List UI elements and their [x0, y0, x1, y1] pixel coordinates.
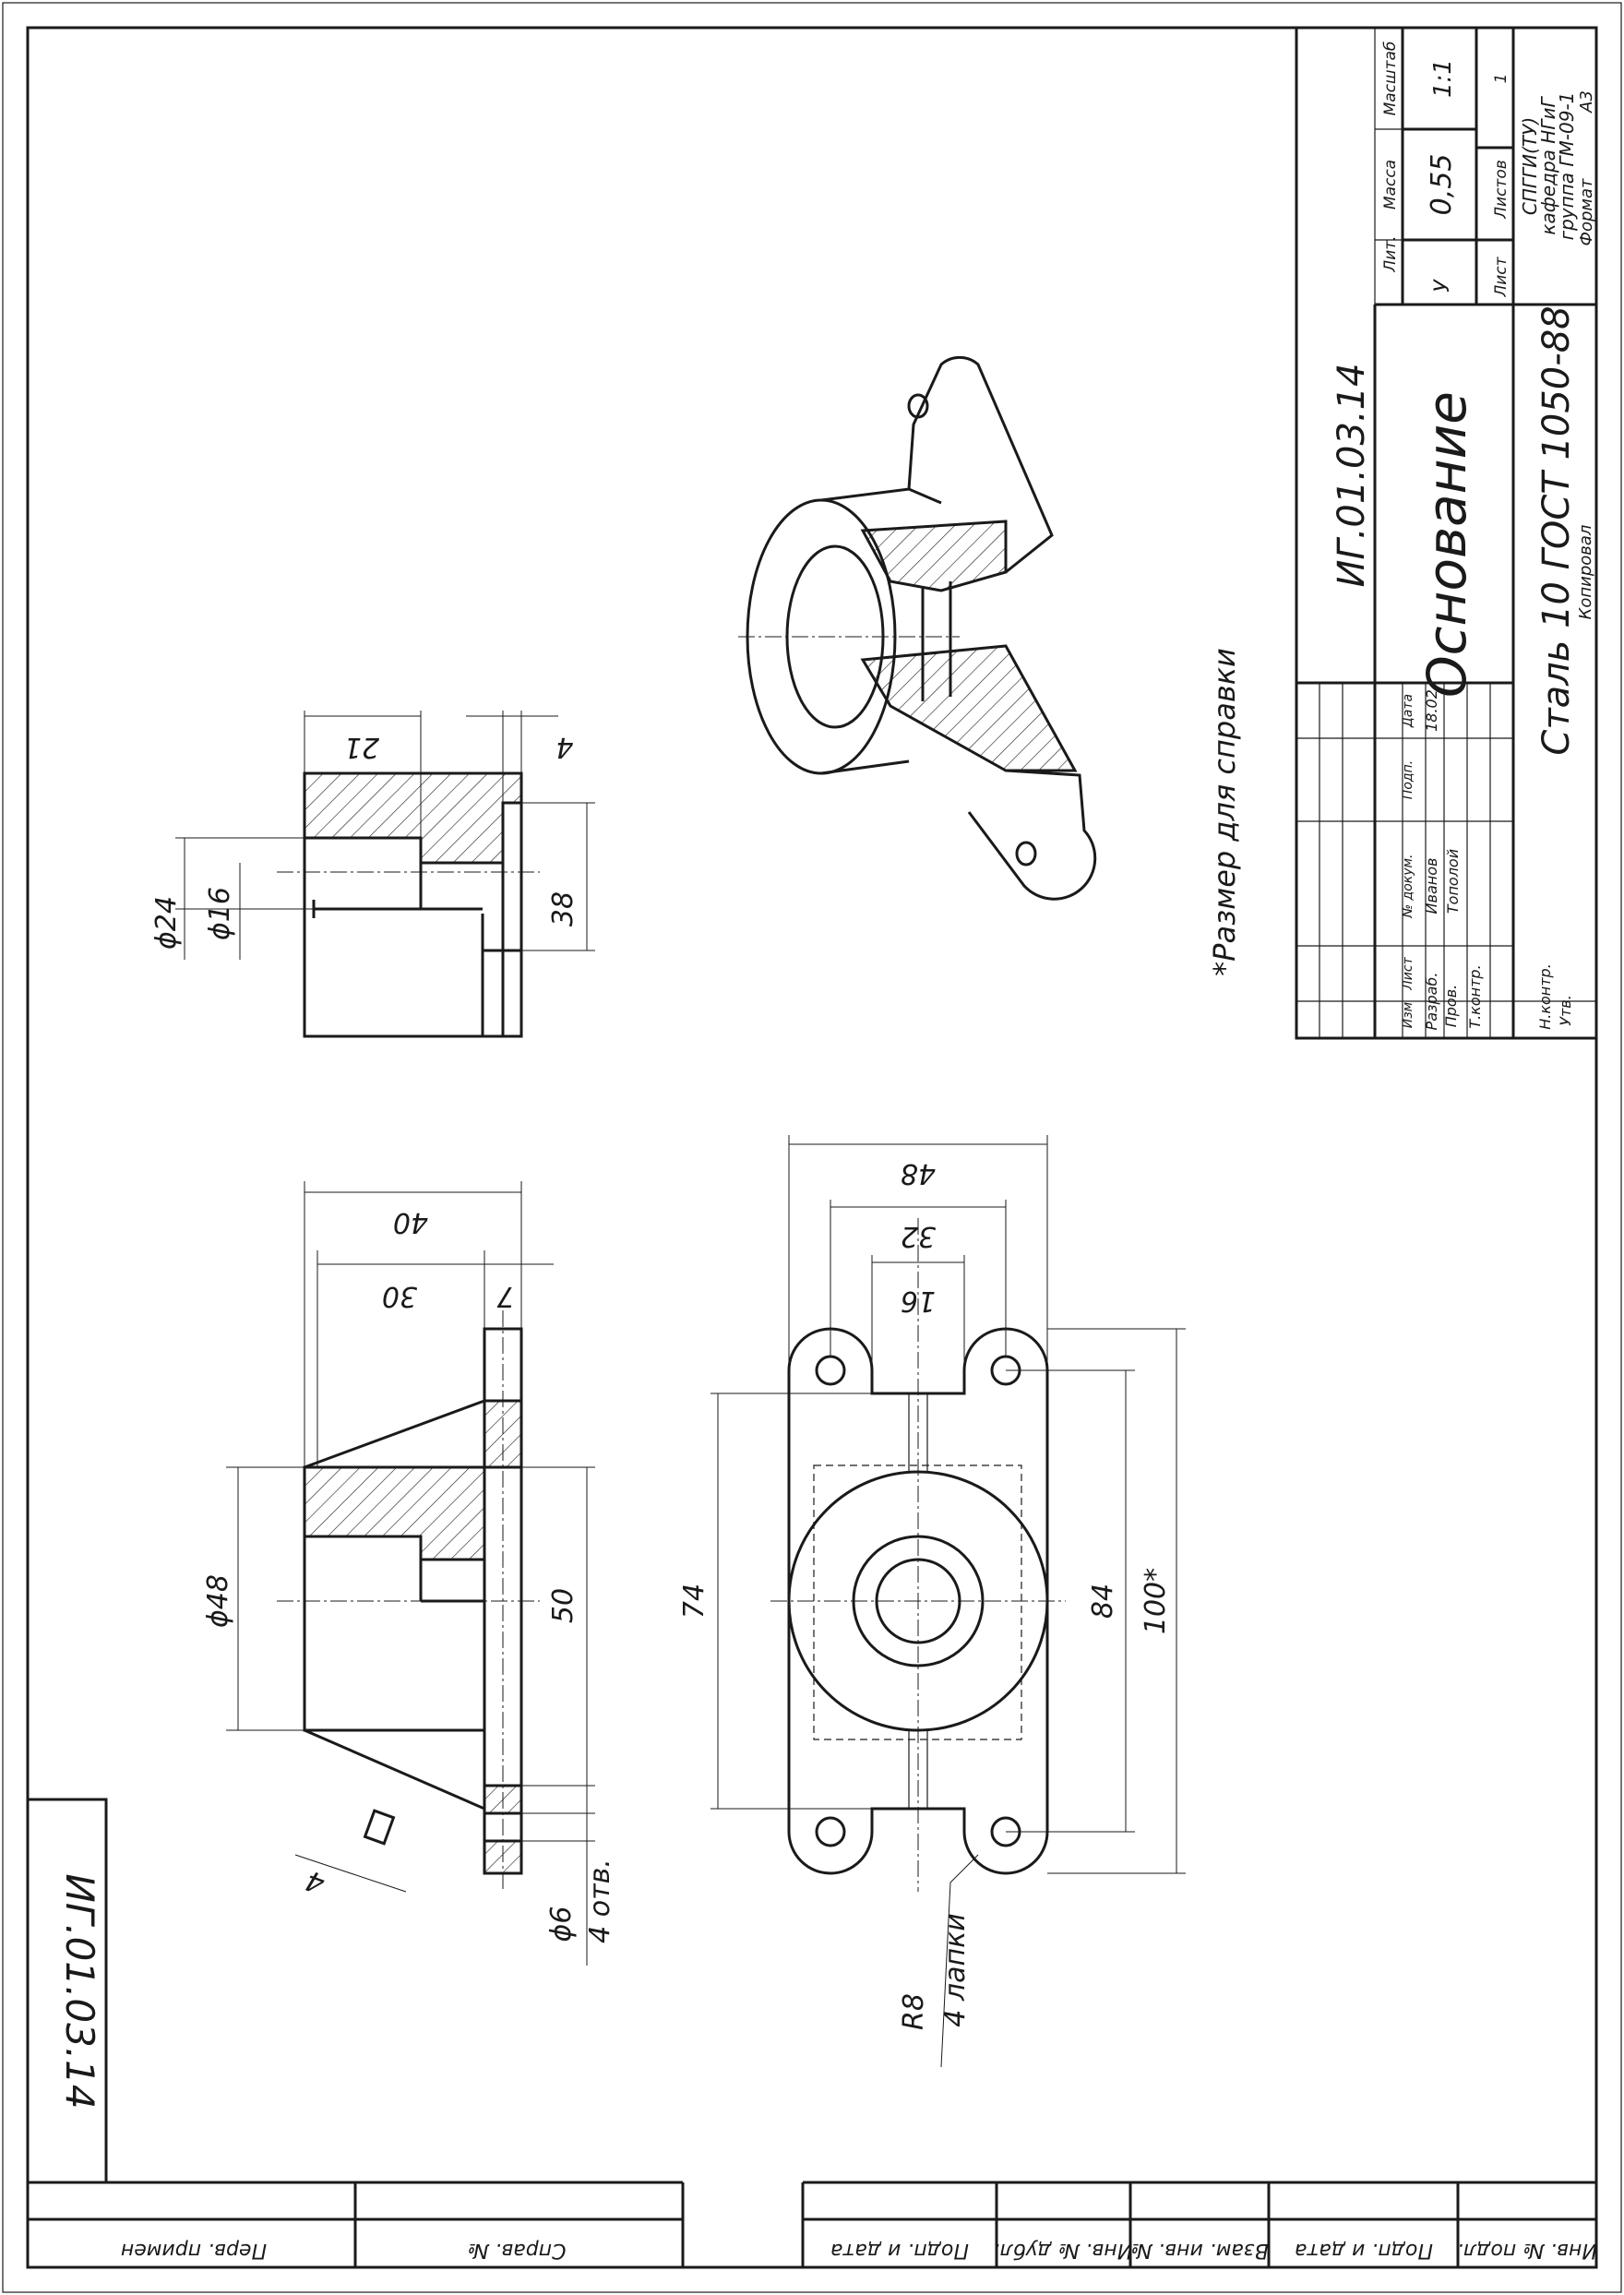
dim-74: 74: [678, 1584, 710, 1619]
dim-100: 100*: [1140, 1568, 1172, 1634]
prov-name: Тополой: [1444, 849, 1462, 914]
dim-48: 48: [901, 1157, 936, 1189]
front-section-view: 40 30 7 ϕ48 50 ϕ6 4 отв. 4: [202, 1181, 616, 1966]
corner-stamp: ИГ.01.03.14: [26, 1798, 108, 2184]
rev-hdr-list: Лист: [1401, 956, 1415, 990]
razrab-name: Иванов: [1423, 858, 1440, 914]
dim-4-top: 4: [555, 731, 573, 763]
role-tkontr: Т.контр.: [1466, 964, 1484, 1028]
org-line3: группа ГМ-09-1: [1556, 92, 1578, 241]
col-lit-label: Лит.: [1381, 235, 1400, 272]
role-razrab: Разраб.: [1423, 973, 1440, 1031]
org-line2: кафедра НГиГ: [1537, 96, 1559, 235]
rev-hdr-date: Дата: [1401, 694, 1415, 728]
title-doc-code: ИГ.01.03.14: [1331, 363, 1373, 587]
dim-50: 50: [547, 1588, 579, 1623]
strip-label-2: Подп. и дата: [830, 2239, 969, 2262]
dim-32: 32: [901, 1220, 936, 1252]
scale-value: 1:1: [1429, 59, 1457, 98]
strip-label-4: Взам. инв. №: [1130, 2239, 1268, 2262]
title-copied: Копировал: [1576, 525, 1595, 620]
date-value: 18.02: [1423, 689, 1440, 732]
col-scale-label: Масштаб: [1381, 42, 1400, 116]
dim-40: 40: [393, 1206, 428, 1238]
dim-4-lugs: 4 лапки: [939, 1913, 972, 2026]
strip-label-3: Инв. № дубл.: [994, 2239, 1133, 2262]
plan-view: 48 32 16 74 84 100* R8 4 лапки: [678, 1135, 1186, 2068]
dim-r8: R8: [898, 1993, 930, 2030]
sheets-value: 1: [1492, 74, 1511, 84]
rev-hdr-doc: № докум.: [1401, 854, 1415, 918]
lit-value: У: [1431, 279, 1454, 293]
dim-84: 84: [1087, 1584, 1119, 1619]
strip-label-0: Перв. примен: [121, 2239, 267, 2262]
drawing-frame: [26, 26, 1598, 2269]
strip-label-1: Справ. №: [467, 2239, 566, 2262]
strip-label-6: Инв. № подл.: [1457, 2239, 1597, 2262]
title-block: ИГ.01.03.14 Основание Сталь 10 ГОСТ 1050…: [1295, 26, 1598, 1040]
sheets-label: Листов: [1492, 160, 1511, 220]
dim-4-small: 4: [302, 1863, 329, 1899]
isometric-view: [738, 355, 1097, 901]
dim-d24: ϕ24: [150, 896, 183, 950]
rev-hdr-sign: Подп.: [1401, 760, 1415, 799]
mass-value: 0,55: [1426, 154, 1458, 216]
title-material: Сталь 10 ГОСТ 1050-88: [1535, 305, 1578, 755]
corner-doc-code: ИГ.01.03.14: [57, 1873, 102, 2109]
org-line1: СПГГИ(ТУ): [1519, 117, 1541, 215]
role-utv: Утв.: [1557, 995, 1574, 1026]
dim-38: 38: [547, 891, 579, 926]
title-part-name: Основание: [1415, 391, 1478, 698]
sheet-label: Лист: [1492, 256, 1511, 297]
format-value: А3: [1577, 90, 1596, 114]
col-mass-label: Масса: [1381, 160, 1400, 209]
top-section-view: 21 4 ϕ24 ϕ16 38: [150, 711, 595, 1038]
format-label: Формат: [1577, 178, 1596, 246]
dim-d48: ϕ48: [202, 1574, 234, 1628]
dim-d16: ϕ16: [204, 887, 236, 940]
role-prov: Пров.: [1442, 985, 1460, 1028]
dim-21: 21: [344, 731, 379, 763]
strip-label-5: Подп. и дата: [1295, 2239, 1433, 2262]
rev-hdr-izm: Изм: [1401, 1001, 1415, 1028]
dim-4-holes: 4 отв.: [584, 1859, 616, 1943]
dim-30: 30: [382, 1280, 417, 1312]
dim-d6: ϕ6: [545, 1907, 578, 1942]
role-nkontr: Н.контр.: [1536, 963, 1554, 1030]
dim-16: 16: [901, 1285, 936, 1317]
reference-note: *Размер для справки: [1207, 648, 1242, 976]
dim-7: 7: [496, 1280, 514, 1312]
bottom-strip: Перв. примен Справ. № Подп. и дата Инв. …: [28, 2181, 1597, 2267]
